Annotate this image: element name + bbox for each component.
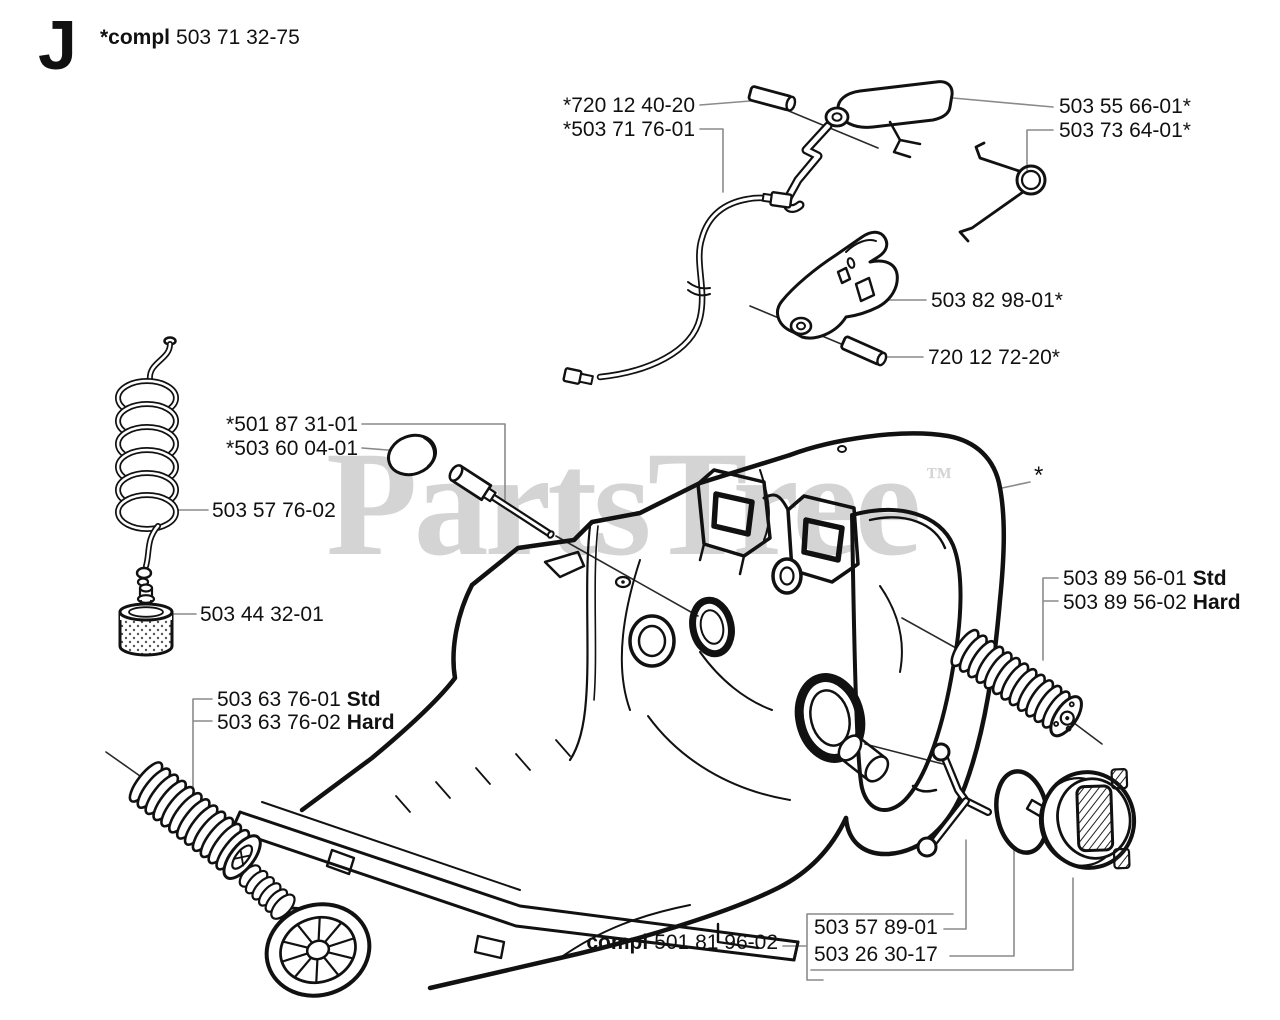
choke-rod — [448, 464, 555, 539]
section-letter: J — [38, 6, 77, 84]
av-buffer-spring-left — [128, 761, 262, 880]
callout-cap-retainer: 503 57 89-01 — [814, 916, 938, 939]
callout-fuel-filter: 503 44 32-01 — [200, 603, 324, 626]
callout-handle-asterisk: * — [1034, 462, 1044, 489]
throttle-trigger — [776, 230, 899, 340]
axis-lines — [105, 98, 1103, 875]
callout-choke-cap: *503 60 04-01 — [226, 437, 358, 460]
spiral-fuel-hose — [115, 336, 179, 587]
callout-throttle-trigger: 503 82 98-01* — [931, 289, 1063, 312]
fuel-cap — [1025, 768, 1137, 870]
callout-pin-top: *720 12 40-20 — [563, 94, 695, 117]
torsion-return-spring — [958, 141, 1047, 243]
trademark-symbol: ™ — [926, 462, 952, 491]
front-mount-boss — [238, 864, 372, 998]
throttle-cable — [562, 191, 793, 386]
av-buffer-spring-right — [950, 628, 1083, 738]
callout-o-ring: 503 26 30-17 — [814, 943, 938, 966]
compl-prefix: *compl — [100, 26, 171, 49]
callout-choke-rod: *501 87 31-01 — [226, 413, 358, 436]
compl-number: 503 71 32-75 — [176, 26, 300, 49]
lockout-pivot-pin — [747, 85, 797, 112]
fuel-filter — [118, 583, 174, 657]
callout-torsion-spring: 503 73 64-01* — [1059, 119, 1191, 142]
fuel-cap-retainer — [911, 742, 992, 858]
trigger-pivot-pin — [840, 335, 888, 367]
choke-cap — [387, 433, 437, 477]
leader-lines — [173, 97, 1074, 981]
callout-throttle-cable: *503 71 76-01 — [563, 118, 695, 141]
crankcase-fuel-tank-body — [230, 431, 1007, 991]
callout-pin-bottom: 720 12 72-20* — [928, 346, 1060, 369]
callout-fuel-hose: 503 57 76-02 — [212, 499, 336, 522]
callout-lockout-lever: 503 55 66-01* — [1059, 95, 1191, 118]
